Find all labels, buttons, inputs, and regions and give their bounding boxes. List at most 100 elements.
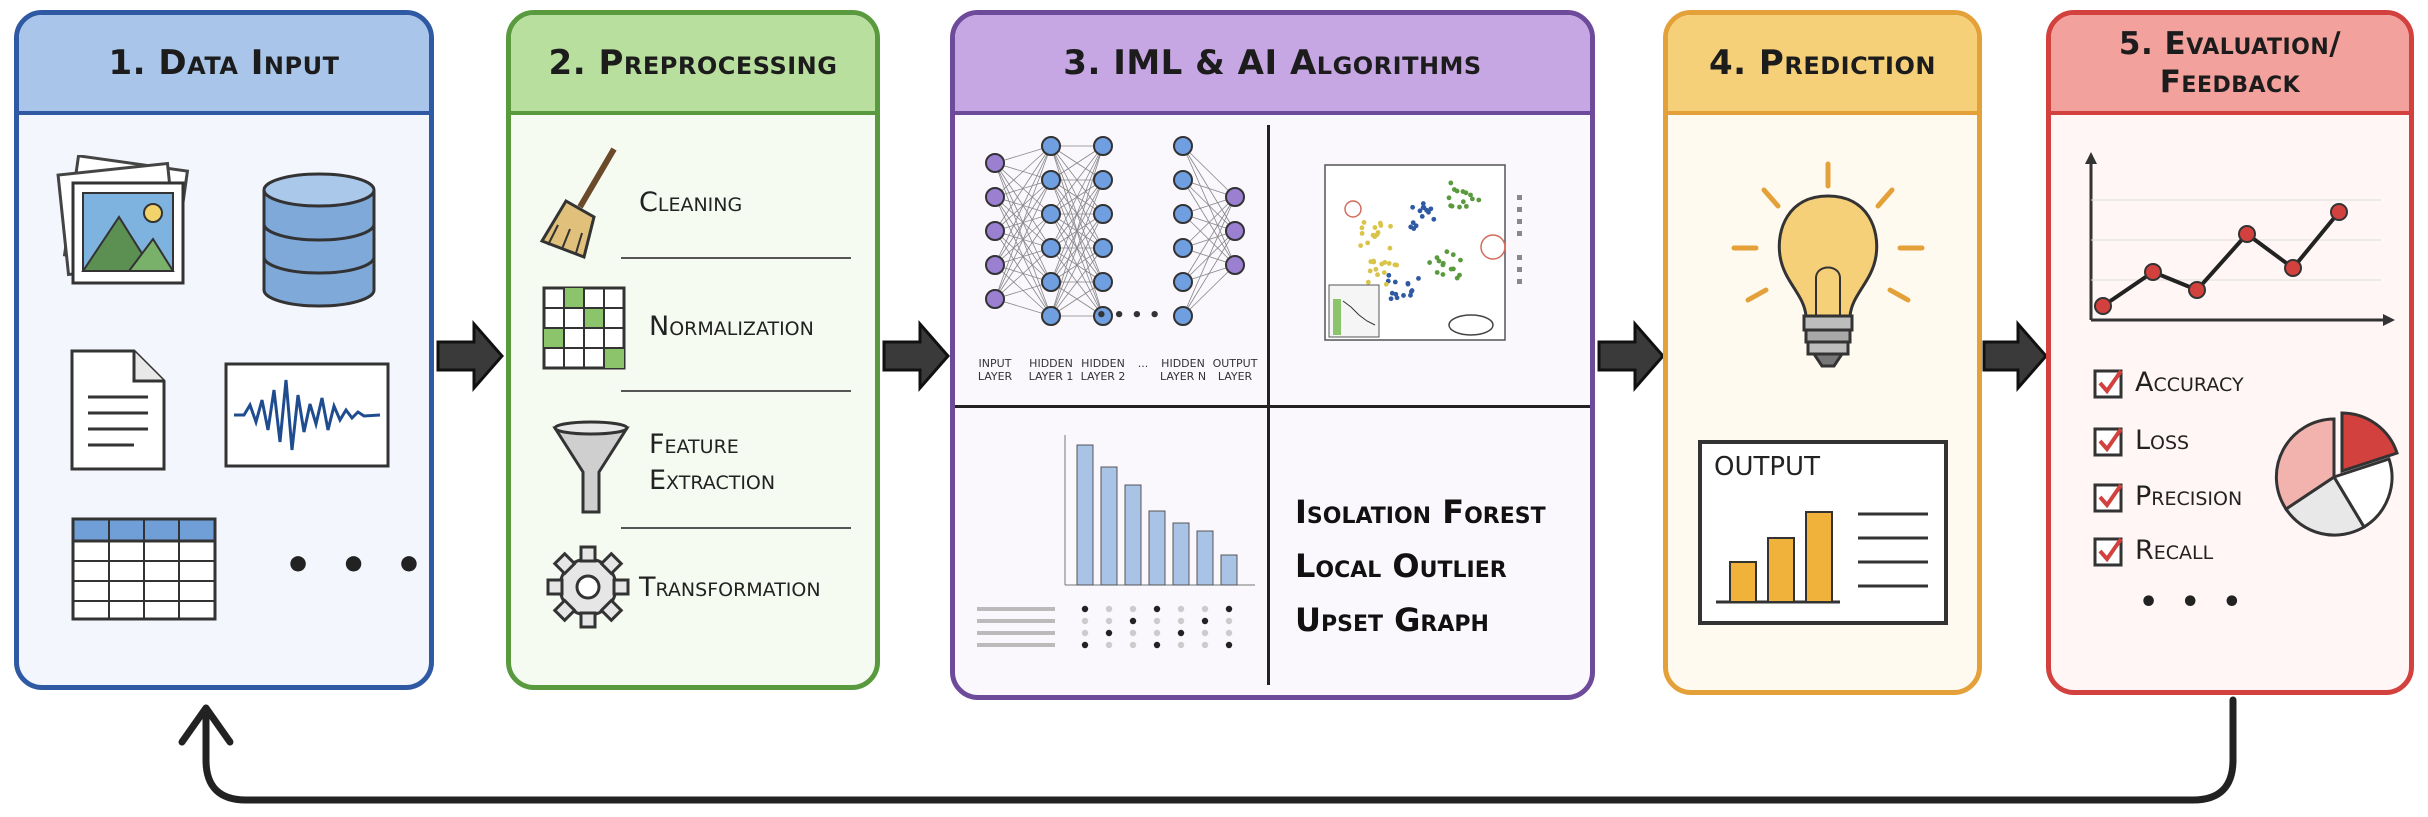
upset-bar (1100, 466, 1118, 586)
nn-node (1093, 204, 1113, 224)
upset-dot (1177, 641, 1185, 649)
panel-prediction-title: 4. Prediction (1668, 15, 1977, 115)
metric-recall: Recall (2135, 535, 2214, 566)
nn-edge (1182, 264, 1236, 317)
output-board: OUTPUT (1698, 440, 1948, 625)
upset-bar (1172, 522, 1190, 586)
nn-edge (1050, 145, 1104, 317)
upset-bar (1076, 444, 1094, 586)
method-local-outlier: Local Outlier (1295, 547, 1507, 585)
scatter-point (1388, 223, 1393, 229)
scatter-point (1468, 192, 1473, 198)
nn-edge (994, 145, 1052, 232)
metric-accuracy: Accuracy (2135, 367, 2244, 398)
nn-edge (994, 247, 1052, 300)
upset-dot (1201, 605, 1209, 613)
nn-edge (994, 145, 1052, 198)
step-divider (621, 527, 851, 529)
scatter-point (1458, 257, 1463, 263)
scatter-point (1469, 196, 1475, 202)
nn-node (1041, 204, 1061, 224)
upset-dot (1105, 641, 1113, 649)
scatter-point (1373, 266, 1379, 272)
nn-edge (994, 179, 1052, 300)
metric-precision: Precision (2135, 481, 2243, 512)
upset-dot (1129, 617, 1137, 625)
upset-dot (1105, 629, 1113, 637)
upset-dot (1225, 605, 1233, 613)
upset-dot (1129, 641, 1137, 649)
scatter-point (1431, 216, 1437, 222)
flow-arrow-4 (1982, 320, 2048, 392)
nn-node (1093, 136, 1113, 156)
nn-node (985, 255, 1005, 275)
upset-dot (1225, 641, 1233, 649)
method-isolation-forest: Isolation Forest (1295, 493, 1546, 531)
gear-icon (546, 545, 630, 629)
scatter-point (1440, 260, 1446, 266)
output-label: OUTPUT (1714, 452, 1820, 482)
scatter-point (1381, 270, 1387, 276)
scatter-point (1444, 249, 1450, 255)
scatter-point (1457, 204, 1462, 210)
nn-node (1173, 136, 1193, 156)
upset-dot (1153, 629, 1161, 637)
scatter-point (1426, 209, 1431, 215)
nn-edge (1050, 145, 1104, 181)
upset-dot (1081, 605, 1089, 613)
scatter-point (1463, 203, 1469, 209)
scatter-point (1427, 260, 1433, 265)
nn-node (985, 289, 1005, 309)
scatter-point (1392, 262, 1398, 268)
step-feature-extraction: Feature Extraction (649, 429, 776, 496)
nn-node (1093, 272, 1113, 292)
scatter-point (1359, 225, 1365, 231)
panel-preprocessing-body: Cleaning Normalization Feat (511, 115, 875, 685)
nn-node (1225, 255, 1245, 275)
panel-algorithms-title: 3. IML & AI Algorithms (955, 15, 1590, 115)
upset-dot (1129, 629, 1137, 637)
nn-edge (1050, 247, 1104, 317)
nn-edge (1182, 145, 1236, 198)
photos-icon (56, 155, 190, 285)
nn-node (985, 221, 1005, 241)
scatter-point (1401, 293, 1406, 298)
panel-data-input-title: 1. Data Input (19, 15, 429, 115)
scatter-point (1378, 223, 1384, 228)
scatter-point (1387, 245, 1393, 251)
nn-edge (1050, 281, 1104, 317)
flow-arrow-2 (882, 320, 950, 392)
checkbox-icon (2093, 483, 2123, 513)
scatter-point (1367, 268, 1373, 274)
scatter-point (1410, 204, 1416, 210)
nn-node (1041, 238, 1061, 258)
scatter-point (1421, 205, 1427, 211)
method-upset-graph: Upset Graph (1295, 601, 1489, 639)
upset-dot (1153, 641, 1161, 649)
scatter-point (1365, 279, 1371, 285)
step-normalization: Normalization (649, 311, 814, 342)
step-divider (621, 257, 851, 259)
grid-icon (542, 286, 626, 370)
upset-bar (1196, 530, 1214, 586)
scatter-point (1386, 261, 1392, 266)
funnel-icon (552, 420, 630, 514)
panel-preprocessing-title: 2. Preprocessing (511, 15, 875, 115)
bar-chart-icon (1716, 511, 1928, 604)
scatter-point (1408, 292, 1413, 298)
nn-edge (994, 145, 1052, 300)
scatter-point (1361, 220, 1367, 225)
scatter-plot-icon (1324, 164, 1522, 341)
nn-edge (994, 145, 1052, 266)
upset-dot (1105, 605, 1113, 613)
scatter-point (1365, 240, 1371, 246)
scatter-point (1371, 258, 1376, 264)
nn-edge (1050, 145, 1104, 215)
